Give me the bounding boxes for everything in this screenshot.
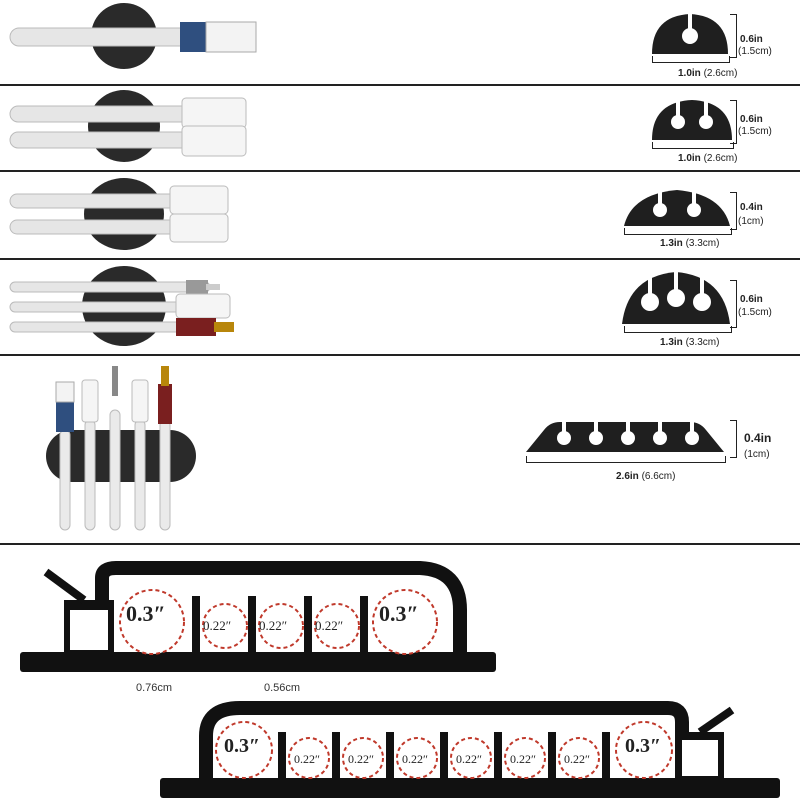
height-bracket [730,280,737,328]
slot-label-4: 0.22″ [315,618,344,633]
height-bracket [730,192,737,230]
height-cm-label: (1cm) [738,216,764,227]
double-clip-with-lightning-photo [9,90,247,162]
divider-2 [0,170,800,172]
width-bracket [526,456,726,463]
width-bracket [624,326,732,333]
triple-clip-product [622,270,730,324]
slot-label-3: 0.22″ [348,752,374,766]
slot-label-5: 0.3″ [379,601,419,626]
slot-label-3: 0.22″ [259,618,288,633]
height-bracket [730,14,737,58]
five-slot-clip-photo [46,366,196,531]
width-label: 1.0in (2.6cm) [678,68,738,79]
height-cm-label: (1.5cm) [738,307,772,318]
divider-5 [0,543,800,545]
width-bracket [652,56,730,63]
width-label: 1.0in (2.6cm) [678,153,738,164]
height-cm-label: (1.5cm) [738,126,772,137]
double-clip-wide-product [624,188,730,226]
slot-label-2: 0.22″ [294,752,320,766]
divider-3 [0,258,800,260]
large-slot-note: 0.76cm [136,682,173,694]
cable-holder-top-drawing [20,561,496,672]
double-clip-wide-photo [9,178,229,250]
height-bracket [730,100,737,144]
slot-label-1: 0.3″ [126,601,166,626]
height-label: 0.6in [740,114,763,125]
height-cm-label: (1.5cm) [738,46,772,57]
width-label: 1.3in (3.3cm) [660,337,720,348]
divider-1 [0,84,800,86]
slot-label-2: 0.22″ [203,618,232,633]
triple-clip-photo [9,266,234,346]
cable-holder-bottom-drawing [160,701,780,798]
height-bracket [730,420,737,458]
height-label: 0.4in [744,431,772,445]
width-bracket [624,228,732,235]
slot-label-4: 0.22″ [402,752,428,766]
slot-label-7: 0.22″ [564,752,590,766]
width-label: 1.3in (3.3cm) [660,238,720,249]
height-label: 0.6in [740,34,763,45]
slot-label-6: 0.22″ [510,752,536,766]
single-clip-product [652,12,728,54]
small-slot-note: 0.56cm [264,682,301,694]
slot-label-5: 0.22″ [456,752,482,766]
height-label: 0.4in [740,202,763,213]
width-bracket [652,142,734,149]
slot-label-8: 0.3″ [625,735,662,757]
five-slot-clip-product [526,418,724,452]
slot-label-1: 0.3″ [224,735,261,757]
double-clip-product [652,98,732,140]
height-cm-label: (1cm) [744,449,770,460]
width-label: 2.6in (6.6cm) [616,471,676,482]
height-label: 0.6in [740,294,763,305]
single-clip-with-ethernet-photo [9,3,257,69]
divider-4 [0,354,800,356]
